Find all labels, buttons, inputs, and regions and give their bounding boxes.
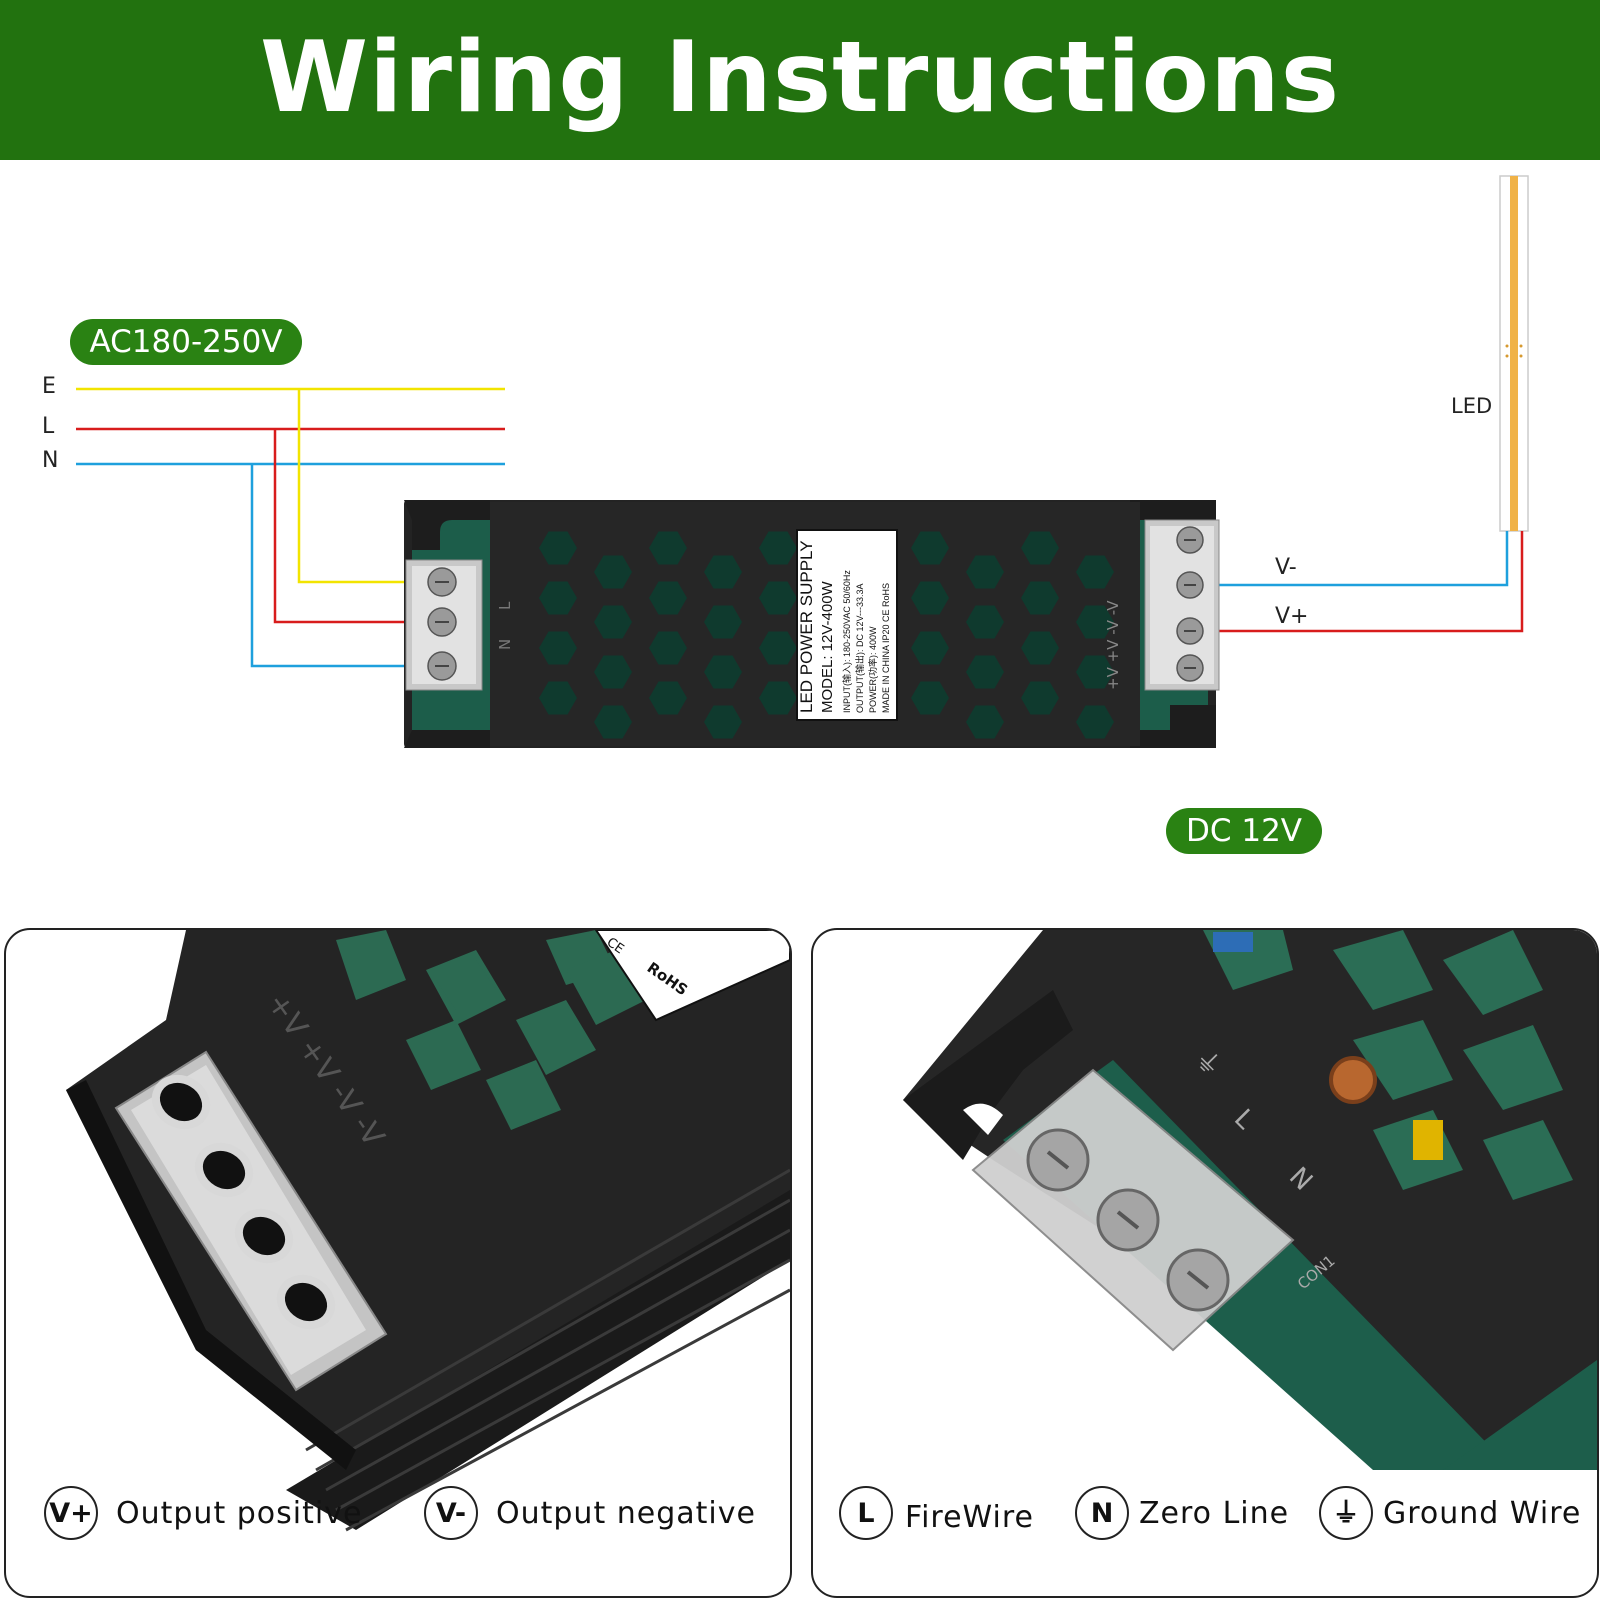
title-banner (0, 0, 1600, 160)
wire-label-n: N (42, 448, 59, 473)
legend-zero-line: Zero Line (1139, 1496, 1290, 1531)
vent-hole (1021, 681, 1059, 715)
vent-hole (911, 531, 949, 565)
label-line-3: POWER(功率): 400W (867, 626, 878, 713)
output-terminal-closeup: RoHS 16A CE +V +V -V -V (66, 930, 790, 1532)
input-terminal-marks: N (496, 639, 514, 650)
vent-hole (649, 581, 687, 615)
device-label: LED POWER SUPPLY MODEL: 12V-400W INPUT(输… (797, 540, 891, 713)
vent-hole (704, 605, 742, 639)
vent-hole (704, 655, 742, 689)
input-terminal-block (405, 559, 483, 691)
wiring-diagram: LED POWER SUPPLY MODEL: 12V-400W INPUT(输… (76, 175, 1529, 748)
page-title: Wiring Instructions (259, 21, 1341, 135)
wire-v-minus (1190, 531, 1509, 587)
vent-hole (594, 705, 632, 739)
vent-hole (1021, 631, 1059, 665)
vent-hole (759, 531, 797, 565)
vent-hole (594, 555, 632, 589)
vent-hole (594, 605, 632, 639)
wire-v-plus (1190, 531, 1524, 633)
vent-holes (539, 531, 1114, 739)
vent-hole (966, 655, 1004, 689)
vent-hole (1076, 655, 1114, 689)
input-wires (76, 387, 505, 668)
vent-hole (539, 631, 577, 665)
n-icon: N (1075, 1486, 1129, 1540)
output-terminal-marks: +V +V -V -V (1104, 600, 1122, 690)
label-line-2: OUTPUT(输出): DC 12V---33.3A (854, 583, 865, 713)
vent-hole (911, 581, 949, 615)
wire-e-drop (297, 389, 432, 584)
v-plus-label: V+ (1275, 604, 1309, 629)
vent-hole (539, 681, 577, 715)
vent-hole (649, 531, 687, 565)
input-terminal-closeup: ⏚ L N CON1 (903, 930, 1597, 1470)
vent-hole (594, 655, 632, 689)
output-closeup-panel: RoHS 16A CE +V +V -V -V V+ Output positi… (4, 928, 792, 1598)
output-terminal-block (1144, 519, 1220, 691)
label-model: MODEL: 12V-400W (819, 580, 836, 713)
power-supply: LED POWER SUPPLY MODEL: 12V-400W INPUT(输… (404, 500, 1220, 748)
vent-hole (649, 681, 687, 715)
wire-label-e: E (42, 374, 56, 399)
vent-hole (966, 555, 1004, 589)
l-icon: L (839, 1486, 893, 1540)
vent-hole (1021, 531, 1059, 565)
vent-hole (704, 705, 742, 739)
ground-icon: ⏚ (1319, 1486, 1373, 1540)
ac-voltage-badge: AC180-250V (70, 319, 302, 365)
vent-hole (759, 681, 797, 715)
vent-hole (966, 605, 1004, 639)
vent-hole (539, 581, 577, 615)
dc-voltage-badge: DC 12V (1166, 808, 1322, 854)
wire-n-drop (250, 464, 432, 668)
vent-hole (1021, 581, 1059, 615)
label-line-4: MADE IN CHINA IP20 CE RoHS (881, 583, 891, 713)
vent-hole (911, 681, 949, 715)
led-strip (1499, 175, 1529, 532)
label-title: LED POWER SUPPLY (797, 540, 816, 713)
legend-firewire: FireWire (905, 1500, 1035, 1535)
legend-output-negative: Output negative (496, 1496, 756, 1531)
legend-ground-wire: Ground Wire (1383, 1496, 1582, 1531)
v-plus-icon: V+ (44, 1486, 98, 1540)
output-wires (1190, 531, 1524, 633)
vent-hole (759, 631, 797, 665)
vent-hole (966, 705, 1004, 739)
legend-output-positive: Output positive (116, 1496, 363, 1531)
vent-hole (539, 531, 577, 565)
vent-hole (911, 631, 949, 665)
wire-label-l: L (42, 414, 55, 439)
vent-hole (1076, 605, 1114, 639)
vent-hole (704, 555, 742, 589)
input-mark-l: L (496, 601, 514, 610)
vent-hole (1076, 705, 1114, 739)
v-minus-label: V- (1275, 555, 1297, 580)
label-line-1: INPUT(输入): 180-250VAC 50/60Hz (841, 570, 852, 713)
vent-hole (759, 581, 797, 615)
led-label: LED (1451, 394, 1493, 418)
input-closeup-panel: ⏚ L N CON1 L FireWire N Zero Line ⏚ Grou… (811, 928, 1599, 1598)
v-minus-icon: V- (424, 1486, 478, 1540)
wire-l-drop (273, 429, 432, 624)
vent-hole (649, 631, 687, 665)
vent-hole (1076, 555, 1114, 589)
